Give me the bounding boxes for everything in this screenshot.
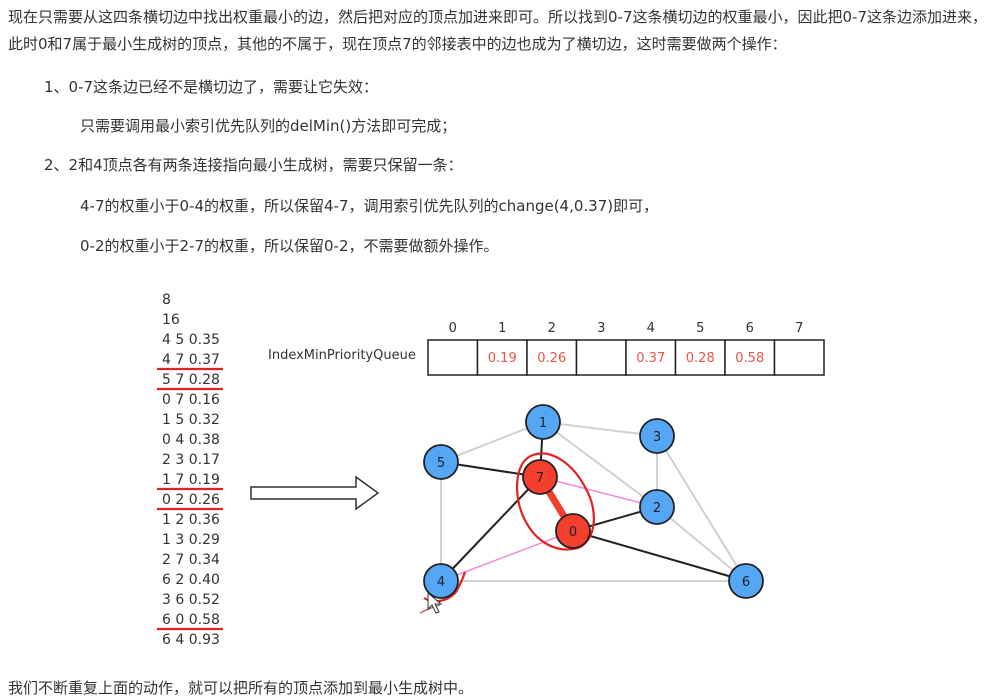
graph-node-label: 0 [569, 525, 577, 540]
edge-list-row: 1 2 0.36 [162, 512, 220, 528]
graph-edge [440, 530, 574, 582]
edge-list-row: 1 3 0.29 [162, 532, 220, 548]
scribble-annotation [419, 604, 441, 614]
queue-cell [427, 339, 479, 376]
graph-edges [440, 421, 747, 582]
edge-list-row: 4 5 0.35 [162, 332, 220, 348]
queue-index: 2 [548, 321, 556, 336]
step-2: 2、2和4顶点各有两条连接指向最小生成树，需要只保留一条： [44, 156, 463, 174]
intro-paragraph: 现在只需要从这四条横切边中找出权重最小的边，然后把对应的顶点加进来即可。所以找到… [8, 8, 988, 53]
graph-node [525, 404, 561, 440]
edge-list-row: 2 7 0.34 [162, 552, 220, 568]
edge-list: 8 16 4 5 0.35 4 7 0.37 5 7 0.28 0 7 0.16 1 5 0… [157, 292, 223, 648]
queue-index: 6 [746, 321, 754, 336]
queue-value: 0.37 [636, 351, 665, 366]
graph-node [555, 513, 591, 549]
graph-node [522, 459, 558, 495]
queue-value: 0.26 [537, 351, 566, 366]
edge-list-row: 0 7 0.16 [162, 392, 220, 408]
edge-list-row: 8 [162, 292, 171, 308]
footer-text: 我们不断重复上面的动作，就可以把所有的顶点添加到最小生成树中。 [8, 679, 474, 697]
graph-edge [656, 435, 747, 582]
graph-edge [440, 476, 541, 582]
queue-index: 4 [647, 321, 655, 336]
graph-node-label: 2 [653, 501, 661, 516]
graph-node [639, 489, 675, 525]
cursor-icon [427, 591, 443, 614]
graph-edge [656, 506, 747, 582]
edge-list-row: 16 [162, 312, 180, 328]
edge-list-row: 1 7 0.19 [162, 472, 220, 488]
edge-list-row: 2 3 0.17 [162, 452, 220, 468]
step-2-detail-a: 4-7的权重小于0-4的权重，所以保留4-7，调用索引优先队列的change(4… [80, 197, 659, 215]
queue-cell [773, 339, 825, 376]
queue-index: 5 [696, 321, 704, 336]
queue-cell [674, 339, 726, 376]
graph-node [423, 444, 459, 480]
graph-edge [572, 530, 747, 582]
edge-list-row: 0 4 0.38 [162, 432, 220, 448]
queue-value: 0.58 [735, 351, 764, 366]
graph-node [639, 418, 675, 454]
right-arrow-icon [250, 475, 380, 511]
graph-node-label: 1 [539, 416, 547, 431]
graph-edge [542, 421, 658, 508]
index-min-priority-queue: 0 1 0.19 2 0.26 3 4 0.37 5 0.28 6 0.58 7 [427, 321, 825, 376]
step-2-detail-b: 0-2的权重小于2-7的权重，所以保留0-2，不需要做额外操作。 [80, 237, 499, 255]
step-1-detail: 只需要调用最小索引优先队列的delMin()方法即可完成； [80, 117, 457, 135]
step-1: 1、0-7这条边已经不是横切边了，需要让它失效： [44, 78, 379, 96]
graph-edge [542, 421, 658, 437]
queue-label: IndexMinPriorityQueue [268, 348, 416, 363]
graph-nodes: 0 1 2 3 4 5 6 7 [423, 404, 764, 599]
queue-cell [724, 339, 776, 376]
graph-node [728, 563, 764, 599]
queue-value: 0.19 [488, 351, 517, 366]
queue-index: 0 [449, 321, 457, 336]
graph-node-label: 4 [437, 575, 445, 590]
queue-index: 7 [795, 321, 803, 336]
graph-edge [539, 476, 658, 508]
queue-index: 3 [597, 321, 605, 336]
graph-node-label: 5 [437, 456, 445, 471]
queue-value: 0.28 [686, 351, 715, 366]
graph-node-label: 7 [536, 471, 544, 486]
edge-list-row: 4 7 0.37 [162, 352, 220, 368]
graph-node-label: 3 [653, 430, 661, 445]
graph-edge [440, 421, 544, 463]
graph-node [423, 563, 459, 599]
edge-list-row: 1 5 0.32 [162, 412, 220, 428]
edge-list-row: 5 7 0.28 [162, 372, 220, 388]
edge-list-row: 6 0 0.58 [162, 612, 220, 628]
edge-list-row: 3 6 0.52 [162, 592, 220, 608]
edge-list-row: 6 2 0.40 [162, 572, 220, 588]
edge-list-row: 0 2 0.26 [162, 492, 220, 508]
queue-cell [575, 339, 627, 376]
graph-node-label: 6 [742, 575, 750, 590]
edge-list-row: 6 4 0.93 [162, 632, 220, 648]
queue-index: 1 [498, 321, 506, 336]
